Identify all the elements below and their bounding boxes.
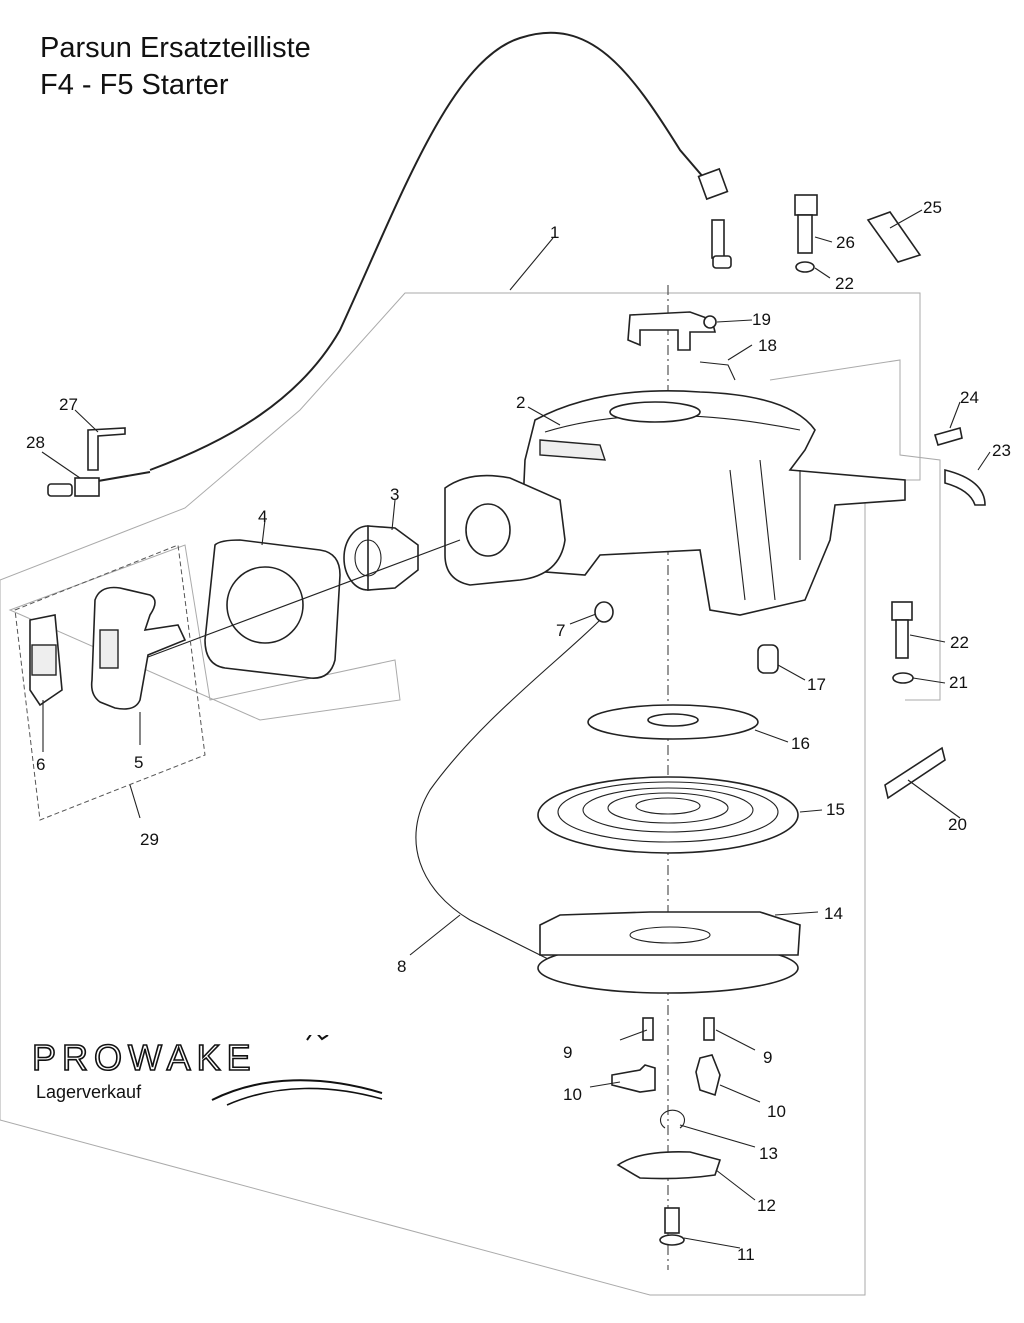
callout-22-lower: 22 xyxy=(950,633,969,652)
housing-center-hole xyxy=(609,401,701,423)
lever-19 xyxy=(627,311,717,351)
spring-9-left xyxy=(642,1017,654,1041)
callout-17: 17 xyxy=(807,675,826,694)
callout-9-right: 9 xyxy=(763,1048,772,1067)
callout-2: 2 xyxy=(516,393,525,412)
callout-3: 3 xyxy=(390,485,399,504)
callout-19: 19 xyxy=(752,310,771,329)
pad-25 xyxy=(866,211,922,263)
handle-5-label xyxy=(99,629,119,669)
housing-rim xyxy=(539,439,606,461)
logo-wave-2 xyxy=(226,1087,383,1106)
clip-6-face xyxy=(31,644,57,676)
callout-11: 11 xyxy=(737,1245,755,1264)
prowake-logo: PROWAKE xyxy=(32,1035,383,1106)
fitting-28b xyxy=(74,477,100,497)
washer-21 xyxy=(892,672,914,684)
lever-19-pin xyxy=(703,315,717,329)
title-line-1: Parsun Ersatzteilliste xyxy=(40,32,311,64)
callout-23: 23 xyxy=(992,441,1011,460)
callout-8: 8 xyxy=(397,957,406,976)
callout-25: 25 xyxy=(923,198,942,217)
pawl-10-left xyxy=(611,1064,656,1093)
pin-17 xyxy=(757,644,779,674)
spring-15-coil-1 xyxy=(557,781,779,843)
callout-6: 6 xyxy=(36,755,45,774)
callout-4: 4 xyxy=(258,507,267,526)
bolt-26-head xyxy=(794,194,818,216)
callout-12: 12 xyxy=(757,1196,776,1215)
bolt-26-shaft xyxy=(797,214,813,254)
bracket-27 xyxy=(87,427,126,471)
callout-18: 18 xyxy=(758,336,777,355)
callout-20: 20 xyxy=(948,815,967,834)
callout-9-left: 9 xyxy=(563,1043,572,1062)
logo-mark xyxy=(306,1035,329,1041)
assembly-frame xyxy=(0,292,921,1296)
spring-15-coil-4 xyxy=(635,797,701,815)
handle-5 xyxy=(90,586,187,710)
seal-23 xyxy=(944,468,986,506)
callout-7: 7 xyxy=(556,621,565,640)
fitting-28 xyxy=(47,483,73,497)
pulley-14-top xyxy=(539,911,801,956)
callout-10-left: 10 xyxy=(563,1085,582,1104)
callout-13: 13 xyxy=(759,1144,778,1163)
grommet-3-body xyxy=(367,525,419,591)
bolt-22-head xyxy=(891,601,913,621)
plate-20 xyxy=(884,746,946,800)
callout-14: 14 xyxy=(824,904,843,923)
logo-wave-1 xyxy=(211,1079,383,1101)
starter-housing xyxy=(519,390,906,616)
cable-spring-top xyxy=(711,219,725,259)
callout-5: 5 xyxy=(134,753,143,772)
starter-cable xyxy=(149,31,711,471)
cable-plug-top xyxy=(712,255,732,269)
callout-29: 29 xyxy=(140,830,159,849)
callout-26: 26 xyxy=(836,233,855,252)
callout-28: 28 xyxy=(26,433,45,452)
callout-24: 24 xyxy=(960,388,979,407)
pad-24 xyxy=(933,426,963,446)
grommet-3-hole xyxy=(354,539,382,577)
circlip-13 xyxy=(659,1109,686,1129)
brand-subtitle: Lagerverkauf xyxy=(36,1082,142,1102)
spring-15-coil-3 xyxy=(607,792,729,824)
bolt-11-shaft xyxy=(664,1207,680,1234)
cable-fitting-top xyxy=(697,167,729,201)
bolt-11-head xyxy=(659,1234,685,1246)
pulley-14-center xyxy=(629,926,711,944)
callout-21: 21 xyxy=(949,673,968,692)
title-line-2: F4 - F5 Starter xyxy=(40,69,229,101)
spring-18 xyxy=(699,361,736,381)
page-title: Parsun Ersatzteilliste F4 - F5 Starter xyxy=(40,30,311,104)
callout-10-right: 10 xyxy=(767,1102,786,1121)
rope-guide-hole xyxy=(465,503,511,557)
logo-wordmark: PROWAKE xyxy=(32,1037,257,1078)
callout-15: 15 xyxy=(826,800,845,819)
sub-frame-2 xyxy=(769,359,941,701)
group-29-frame xyxy=(14,544,206,821)
callout-22-upper: 22 xyxy=(835,274,854,293)
sub-frame xyxy=(8,544,401,721)
spring-9-right xyxy=(703,1017,715,1041)
plate-12 xyxy=(616,1150,722,1180)
bolt-22-shaft xyxy=(895,619,909,659)
callout-16: 16 xyxy=(791,734,810,753)
housing-ribs xyxy=(729,459,801,601)
washer-16-hole xyxy=(647,713,699,727)
leaders xyxy=(41,209,991,1249)
grommet-7 xyxy=(594,601,614,623)
spring-15-coil-2 xyxy=(582,787,754,833)
pad-4-hole xyxy=(226,566,304,644)
callout-27: 27 xyxy=(59,395,78,414)
rope-8 xyxy=(415,619,601,961)
pawl-10-right xyxy=(695,1054,721,1097)
callout-1: 1 xyxy=(550,223,559,242)
rope-line xyxy=(139,539,461,661)
washer-22-top xyxy=(795,261,815,273)
